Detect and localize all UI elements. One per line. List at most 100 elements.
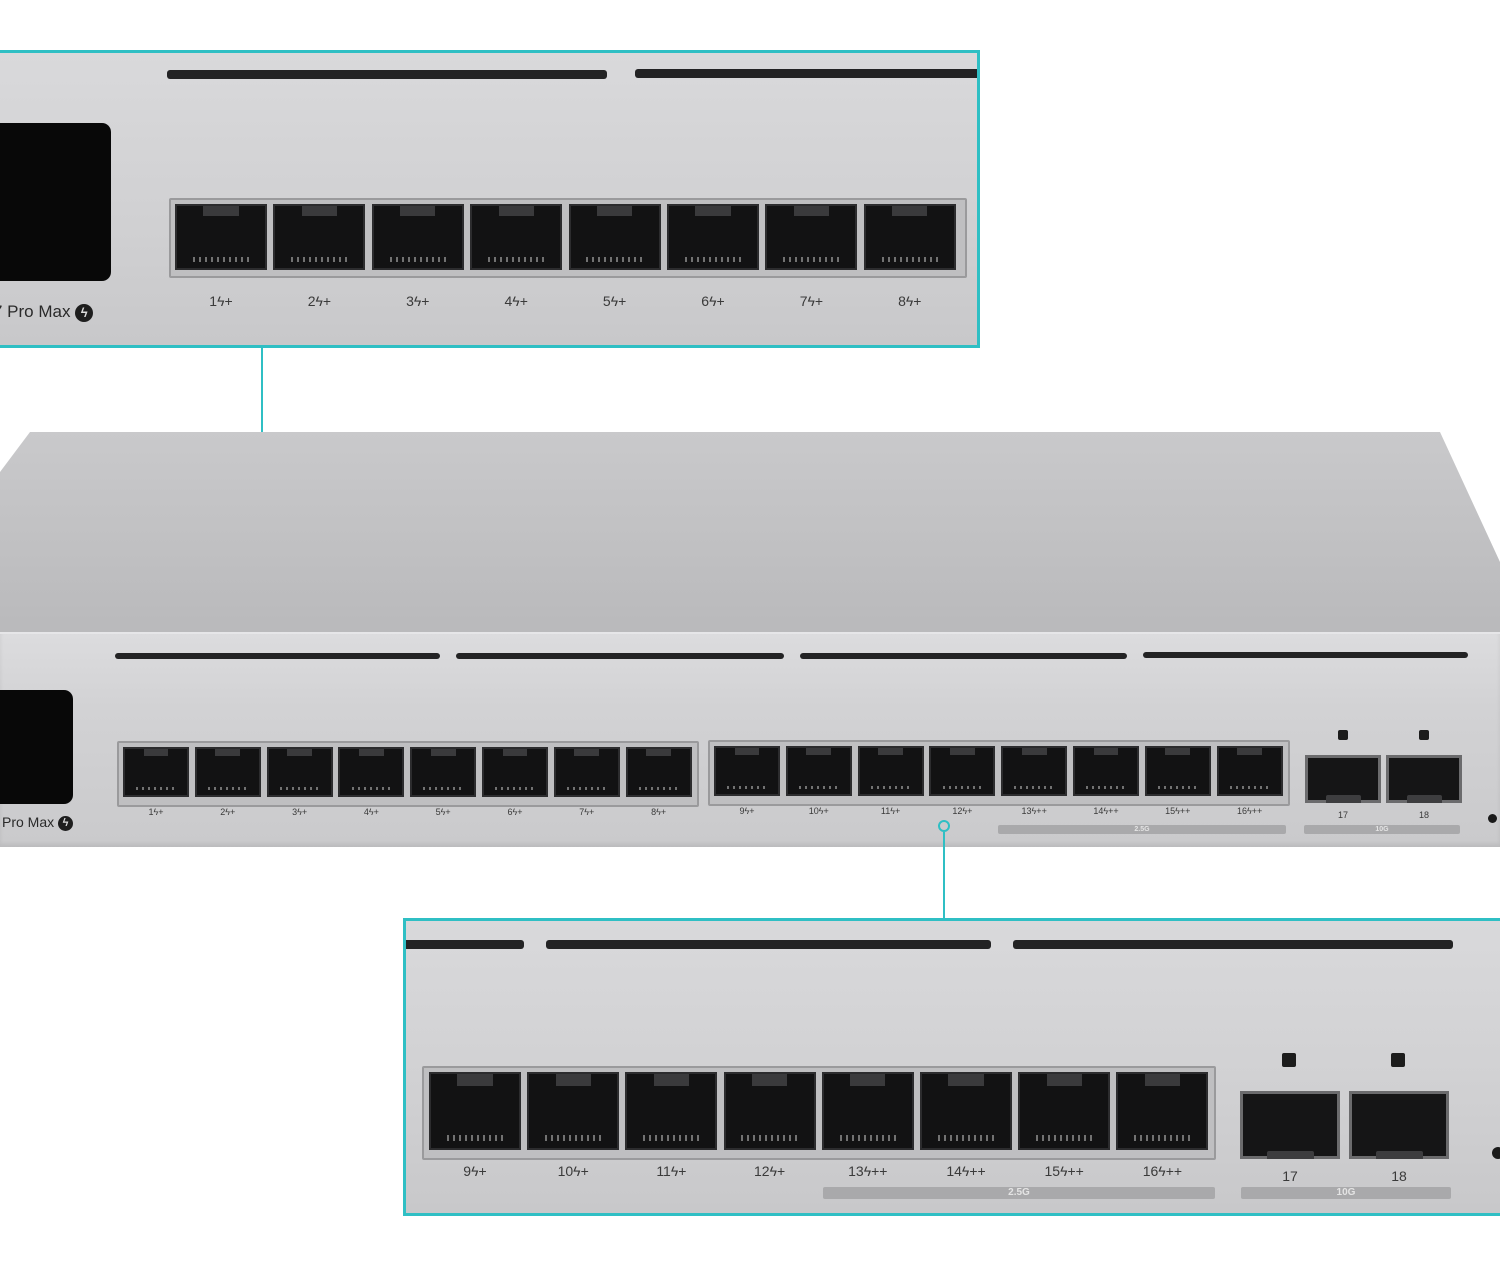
- rj45-port[interactable]: [123, 747, 189, 797]
- rj45-port[interactable]: [667, 204, 759, 270]
- poe-bolt-icon: ϟ++: [1060, 1163, 1084, 1179]
- port-label: 4ϟ+: [338, 807, 404, 817]
- port-number: 11: [880, 806, 891, 816]
- port-number: 15: [1165, 806, 1176, 816]
- rj45-port[interactable]: [1001, 746, 1068, 796]
- rj45-port[interactable]: [785, 746, 852, 796]
- port-label: 18: [1418, 810, 1429, 820]
- sfp-port[interactable]: [1386, 755, 1462, 803]
- poe-bolt-icon: ϟ+: [440, 807, 451, 817]
- port-number: 7: [579, 807, 585, 817]
- poe-bolt-icon: ϟ+: [709, 293, 725, 309]
- rj45-port[interactable]: [568, 204, 661, 270]
- rj45-port[interactable]: [821, 1072, 914, 1150]
- reset-pinhole[interactable]: [1492, 1147, 1500, 1159]
- port-number: 13: [848, 1163, 864, 1179]
- port-label: 14ϟ++: [1073, 806, 1139, 816]
- port-label: 9ϟ+: [714, 806, 780, 816]
- rj45-port[interactable]: [863, 204, 956, 270]
- port-label: 6ϟ+: [482, 807, 548, 817]
- rj45-port[interactable]: [1144, 746, 1211, 796]
- rj45-port[interactable]: [175, 204, 267, 270]
- callout-anchor-bottom: [938, 820, 950, 832]
- poe-bolt-icon: ϟ++: [1175, 806, 1191, 816]
- port-number: 13: [1021, 806, 1032, 816]
- rj45-port[interactable]: [1116, 1072, 1209, 1150]
- port-number: 3: [406, 293, 414, 309]
- vent-slot: [1143, 652, 1468, 658]
- port-label: 13ϟ++: [1001, 806, 1067, 816]
- port-label: 17: [1337, 810, 1348, 820]
- rj45-port[interactable]: [1216, 746, 1283, 796]
- port-label: 8ϟ+: [626, 807, 692, 817]
- sfp-port[interactable]: [1240, 1091, 1340, 1159]
- port-label: 10ϟ+: [786, 806, 852, 816]
- rj45-port[interactable]: [527, 1072, 620, 1150]
- rj45-port[interactable]: [1018, 1072, 1111, 1150]
- port-label: 7ϟ+: [554, 807, 620, 817]
- port-number: 5: [602, 293, 611, 309]
- rj45-port[interactable]: [273, 204, 366, 270]
- port-label: 15ϟ++: [1018, 1163, 1110, 1179]
- callout-connector-bottom: [943, 832, 945, 920]
- rj45-port[interactable]: [857, 746, 924, 796]
- rj45-port[interactable]: [625, 747, 692, 797]
- poe-bolt-icon: ϟ+: [610, 293, 627, 309]
- speed-bar-10g: 10G: [1241, 1187, 1451, 1199]
- port-label: 1ϟ+: [123, 807, 189, 817]
- port-label: 17: [1282, 1168, 1298, 1184]
- rj45-port[interactable]: [338, 747, 405, 797]
- port-label: 8ϟ+: [864, 293, 956, 309]
- poe-bolt-icon: ϟ+: [905, 293, 922, 309]
- port-label: 12ϟ+: [929, 806, 995, 816]
- sfp-port[interactable]: [1349, 1091, 1449, 1159]
- rj45-port[interactable]: [765, 204, 858, 270]
- port-number: 15: [1044, 1163, 1061, 1179]
- poe-bolt-icon: ϟ+: [217, 293, 233, 309]
- port-label: 18: [1391, 1168, 1407, 1184]
- rj45-port[interactable]: [266, 747, 333, 797]
- speed-bar-10g: 10G: [1304, 825, 1460, 834]
- port-label: 16ϟ++: [1217, 806, 1283, 816]
- port-label: 10ϟ+: [527, 1163, 619, 1179]
- reset-pinhole[interactable]: [1488, 814, 1497, 823]
- model-label: Pro Max ϟ: [2, 814, 74, 831]
- rj45-port[interactable]: [194, 747, 261, 797]
- port-label: 7ϟ+: [765, 293, 857, 309]
- port-label: 13ϟ++: [822, 1163, 914, 1179]
- rj45-port[interactable]: [553, 747, 620, 797]
- port-number: 6: [701, 293, 710, 309]
- rj45-port[interactable]: [410, 747, 477, 797]
- sfp-port[interactable]: [1305, 755, 1381, 803]
- poe-bolt-icon: ϟ+: [512, 293, 528, 309]
- rj45-port[interactable]: [920, 1072, 1012, 1150]
- rj45-port[interactable]: [723, 1072, 816, 1150]
- rj45-port[interactable]: [470, 204, 563, 270]
- poe-bolt-icon: ϟ++: [1246, 806, 1263, 816]
- port-label: 12ϟ+: [724, 1163, 816, 1179]
- rj45-port[interactable]: [625, 1072, 718, 1150]
- rj45-port[interactable]: [482, 747, 548, 797]
- poe-bolt-icon: ϟ+: [315, 293, 332, 309]
- model-label: 7 Pro Max ϟ: [0, 302, 94, 322]
- poe-bolt-icon: ϟ+: [225, 807, 236, 817]
- port-number: 8: [898, 293, 906, 309]
- rj45-port[interactable]: [371, 204, 464, 270]
- poe-bolt-icon: ϟ++: [863, 1163, 888, 1179]
- port-number: 12: [952, 806, 963, 816]
- port-label: 14ϟ++: [920, 1163, 1012, 1179]
- vent-slot: [115, 653, 440, 659]
- speed-bar-2-5g: 2.5G: [998, 825, 1286, 834]
- rj45-port[interactable]: [929, 746, 996, 796]
- rj45-port[interactable]: [429, 1072, 521, 1150]
- poe-bolt-icon: ϟ+: [573, 1163, 589, 1179]
- rj45-port[interactable]: [1073, 746, 1139, 796]
- port-number: 12: [754, 1163, 770, 1179]
- port-label: 15ϟ++: [1145, 806, 1211, 816]
- port-label: 11ϟ+: [625, 1163, 717, 1179]
- port-number: 2: [307, 293, 316, 309]
- rj45-port[interactable]: [714, 746, 780, 796]
- poe-bolt-icon: ϟ+: [368, 807, 379, 817]
- poe-bolt-icon: ϟ+: [153, 807, 164, 817]
- poe-bolt-icon: ϟ+: [512, 807, 523, 817]
